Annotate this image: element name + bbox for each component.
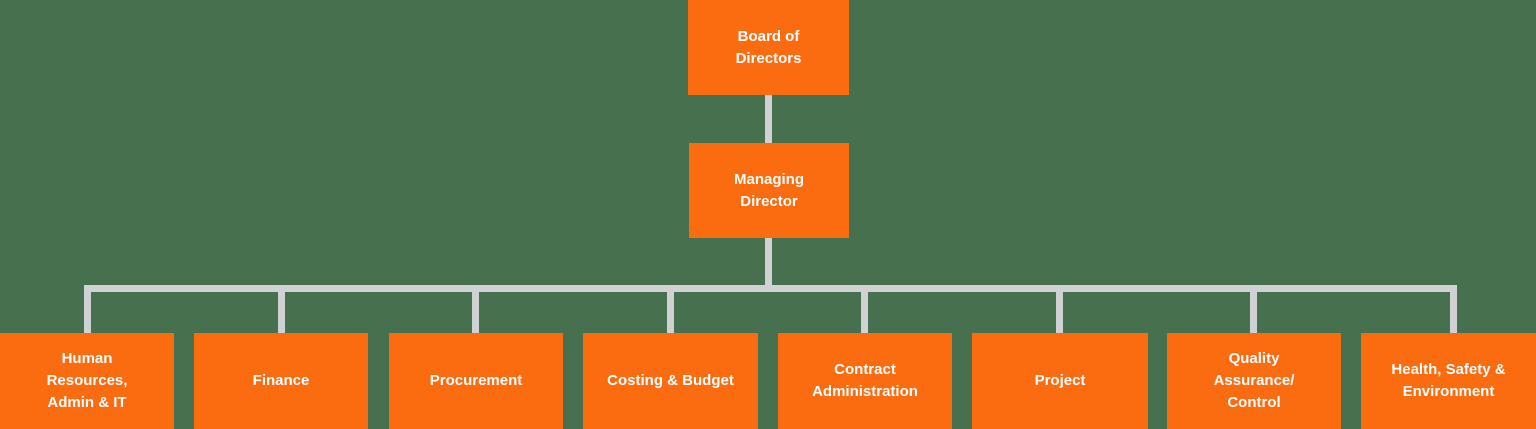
org-node-health-safety-environment: Health, Safety & Environment [1361,333,1536,429]
org-node-costing-budget: Costing & Budget [583,333,758,429]
connector-stub-project [1056,290,1063,333]
connector-stub-costing-budget [667,290,674,333]
org-node-project: Project [972,333,1148,429]
connector-stub-procurement [472,290,479,333]
org-node-human-resources-admin-it: Human Resources, Admin & IT [0,333,174,429]
org-node-label: Health, Safety & Environment [1391,361,1506,400]
org-node-managing-director: Managing Director [689,143,849,238]
org-node-label: Board of Directors [735,27,802,67]
org-node-contract-administration: Contract Administration [778,333,952,429]
connector-board-to-managing [765,94,772,144]
org-node-label: Contract Administration [812,361,918,400]
connector-stub-quality-assurance [1250,290,1257,333]
connector-stub-health-safety [1450,290,1457,333]
connector-stub-finance [278,290,285,333]
org-node-procurement: Procurement [389,333,563,429]
org-node-label: Managing Director [734,170,804,210]
org-node-label: Finance [252,372,310,390]
connector-horizontal-bus [84,285,1457,292]
org-node-label: Procurement [429,372,523,390]
connector-stub-human-resources [84,290,91,333]
org-node-finance: Finance [194,333,368,429]
connector-stub-contract-administration [861,290,868,333]
org-node-label: Human Resources, Admin & IT [46,350,128,411]
org-node-quality-assurance-control: Quality Assurance/ Control [1167,333,1341,429]
org-node-label: Project [1034,372,1086,390]
org-node-label: Costing & Budget [607,372,734,390]
org-node-board-of-directors: Board of Directors [688,0,849,95]
connector-managing-to-bus [765,237,772,287]
org-node-label: Quality Assurance/ Control [1213,350,1295,411]
